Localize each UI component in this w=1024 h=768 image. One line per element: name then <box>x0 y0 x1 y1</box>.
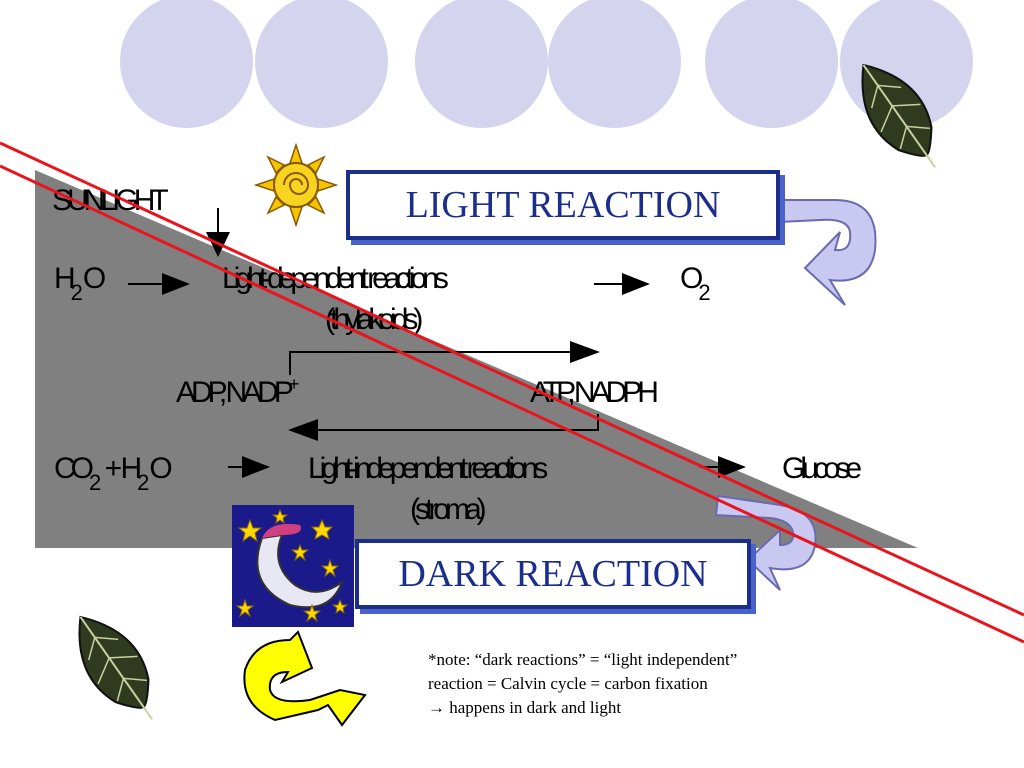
leaf-icon <box>78 615 153 720</box>
light-dependent-label: Light-dependent reactions <box>222 262 449 295</box>
o2-arrowhead <box>622 273 650 295</box>
leaf-icon <box>861 63 936 168</box>
moon-stars-icon <box>232 505 354 627</box>
glucose-label: Glucose <box>782 452 862 485</box>
note-text: *note: “dark reactions” = “light indepen… <box>428 648 948 719</box>
bg-circle-5 <box>705 0 838 128</box>
note-line-3: → happens in dark and light <box>428 697 622 717</box>
note-line-2: reaction = Calvin cycle = carbon fixatio… <box>428 673 708 693</box>
o2-label: O2 <box>680 262 711 305</box>
curved-arrow-icon <box>779 199 877 306</box>
bg-circle-1 <box>120 0 253 128</box>
sunlight-label: SUNLIGHT <box>52 184 169 217</box>
bg-circle-3 <box>415 0 548 128</box>
atp-label: ATP, NADPH <box>530 376 659 409</box>
dark-reaction-title: DARK REACTION <box>355 539 751 609</box>
co2-label: CO2 + H2O <box>54 452 173 495</box>
adp-label: ADP, NADP+ <box>176 374 300 409</box>
light-reaction-title: LIGHT REACTION <box>346 170 780 240</box>
note-line-1: *note: “dark reactions” = “light indepen… <box>428 650 738 669</box>
light-reaction-label: LIGHT REACTION <box>405 184 721 226</box>
yellow-arrow-icon <box>243 630 367 727</box>
bg-circle-4 <box>548 0 681 128</box>
sun-icon <box>253 142 339 228</box>
light-independent-label: Light-independent reactions <box>308 452 548 485</box>
stroma-label: (stroma) <box>410 493 487 526</box>
adp-to-atp-arrowhead <box>570 341 600 363</box>
h2o-label: H2O <box>54 262 106 305</box>
thylakoids-label: (thylakoids) <box>325 303 423 336</box>
bg-circle-2 <box>255 0 388 128</box>
dark-reaction-label: DARK REACTION <box>398 553 708 595</box>
